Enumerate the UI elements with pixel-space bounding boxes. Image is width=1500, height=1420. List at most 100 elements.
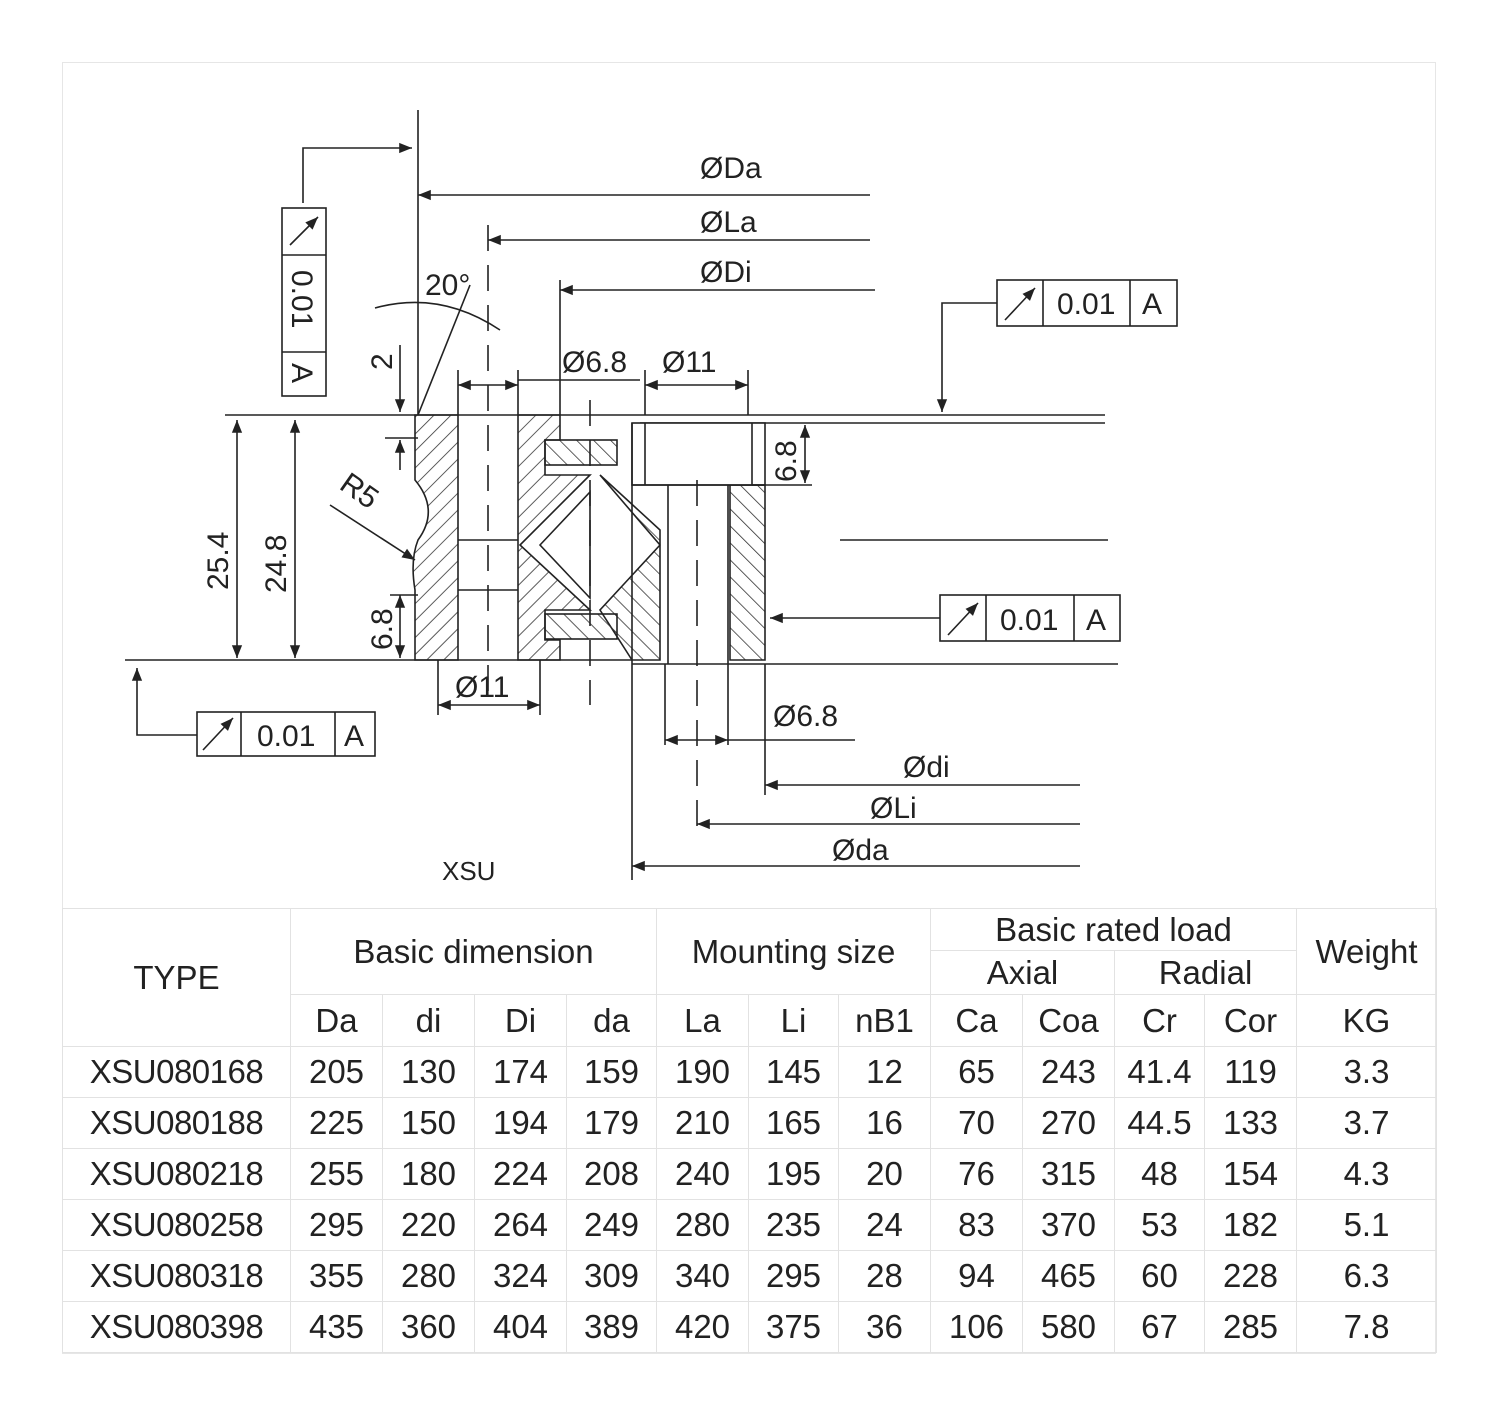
col-header: Cor <box>1204 994 1297 1047</box>
label-Li: ØLi <box>870 792 917 825</box>
value-cell: 224 <box>474 1148 567 1200</box>
runout-icon <box>1004 287 1036 321</box>
value-cell: 280 <box>382 1250 475 1302</box>
value-cell: 165 <box>748 1097 839 1149</box>
value-cell: 355 <box>290 1250 383 1302</box>
value-cell: 295 <box>290 1199 383 1251</box>
drawing-frame <box>62 62 1436 1354</box>
drawing-caption: XSU <box>442 856 495 886</box>
basic-dimension-header: Basic dimension <box>290 908 657 995</box>
value-cell: 145 <box>748 1046 839 1098</box>
value-cell: 228 <box>1204 1250 1297 1302</box>
value-cell: 420 <box>656 1301 749 1353</box>
tolerance-frame-mid-right <box>939 594 1121 642</box>
value-cell: 194 <box>474 1097 567 1149</box>
radial-header: Radial <box>1114 950 1297 995</box>
value-cell: 174 <box>474 1046 567 1098</box>
label-Da: ØDa <box>700 152 762 185</box>
value-cell: 309 <box>566 1250 657 1302</box>
tolerance-value: 0.01 <box>1057 288 1115 321</box>
value-cell: 205 <box>290 1046 383 1098</box>
value-cell: 285 <box>1204 1301 1297 1353</box>
value-cell: 94 <box>930 1250 1023 1302</box>
value-cell: 580 <box>1022 1301 1115 1353</box>
value-cell: 106 <box>930 1301 1023 1353</box>
col-header: La <box>656 994 749 1047</box>
value-cell: 60 <box>1114 1250 1205 1302</box>
col-header: KG <box>1296 994 1437 1047</box>
value-cell: 7.8 <box>1296 1301 1437 1353</box>
value-cell: 24 <box>838 1199 931 1251</box>
col-header: Da <box>290 994 383 1047</box>
axial-header: Axial <box>930 950 1115 995</box>
datum-label-vertical: A <box>285 363 318 383</box>
value-cell: 6.3 <box>1296 1250 1437 1302</box>
type-cell: XSU080398 <box>62 1301 291 1353</box>
hole-6-8-top-label: Ø6.8 <box>562 346 627 379</box>
value-cell: 179 <box>566 1097 657 1149</box>
dim-6-8-left: 6.8 <box>366 608 399 650</box>
value-cell: 210 <box>656 1097 749 1149</box>
bearing-cross-section-drawing: ØDa ØLa ØDi Ødi ØLi Øda 20° Ø6.8 Ø11 Ø11… <box>125 110 1178 886</box>
value-cell: 5.1 <box>1296 1199 1437 1251</box>
value-cell: 270 <box>1022 1097 1115 1149</box>
value-cell: 324 <box>474 1250 567 1302</box>
value-cell: 190 <box>656 1046 749 1098</box>
runout-icon <box>947 602 979 636</box>
col-header: di <box>382 994 475 1047</box>
col-header: nB1 <box>838 994 931 1047</box>
col-header: Li <box>748 994 839 1047</box>
value-cell: 4.3 <box>1296 1148 1437 1200</box>
value-cell: 255 <box>290 1148 383 1200</box>
col-header: Di <box>474 994 567 1047</box>
value-cell: 370 <box>1022 1199 1115 1251</box>
value-cell: 44.5 <box>1114 1097 1205 1149</box>
value-cell: 389 <box>566 1301 657 1353</box>
value-cell: 3.7 <box>1296 1097 1437 1149</box>
type-cell: XSU080168 <box>62 1046 291 1098</box>
value-cell: 53 <box>1114 1199 1205 1251</box>
runout-icon <box>289 216 319 246</box>
tolerance-frame-top-right <box>996 279 1178 327</box>
mounting-size-header: Mounting size <box>656 908 931 995</box>
column-header-row: Da di Di da La Li nB1 Ca Coa Cr Cor KG <box>63 994 1437 1047</box>
dim-25-4: 25.4 <box>202 532 235 590</box>
value-cell: 360 <box>382 1301 475 1353</box>
datum-label: A <box>1142 288 1162 321</box>
value-cell: 465 <box>1022 1250 1115 1302</box>
value-cell: 65 <box>930 1046 1023 1098</box>
spec-table: TYPE Basic dimension Mounting size Basic… <box>62 908 1437 1353</box>
radius-label: R5 <box>334 467 384 516</box>
value-cell: 195 <box>748 1148 839 1200</box>
value-cell: 182 <box>1204 1199 1297 1251</box>
value-cell: 315 <box>1022 1148 1115 1200</box>
value-cell: 264 <box>474 1199 567 1251</box>
value-cell: 28 <box>838 1250 931 1302</box>
label-di: Ødi <box>903 751 950 784</box>
col-header: Cr <box>1114 994 1205 1047</box>
type-cell: XSU080258 <box>62 1199 291 1251</box>
value-cell: 83 <box>930 1199 1023 1251</box>
col-header: da <box>566 994 657 1047</box>
datum-label: A <box>1086 604 1106 637</box>
value-cell: 119 <box>1204 1046 1297 1098</box>
type-cell: XSU080218 <box>62 1148 291 1200</box>
value-cell: 225 <box>290 1097 383 1149</box>
col-header: Coa <box>1022 994 1115 1047</box>
value-cell: 220 <box>382 1199 475 1251</box>
value-cell: 435 <box>290 1301 383 1353</box>
value-cell: 208 <box>566 1148 657 1200</box>
type-cell: XSU080188 <box>62 1097 291 1149</box>
hole-11-top-label: Ø11 <box>662 346 716 379</box>
runout-icon <box>202 717 234 751</box>
value-cell: 180 <box>382 1148 475 1200</box>
col-header: Ca <box>930 994 1023 1047</box>
hole-6-8-bottom-label: Ø6.8 <box>773 700 838 733</box>
weight-header: Weight <box>1296 908 1437 995</box>
value-cell: 240 <box>656 1148 749 1200</box>
